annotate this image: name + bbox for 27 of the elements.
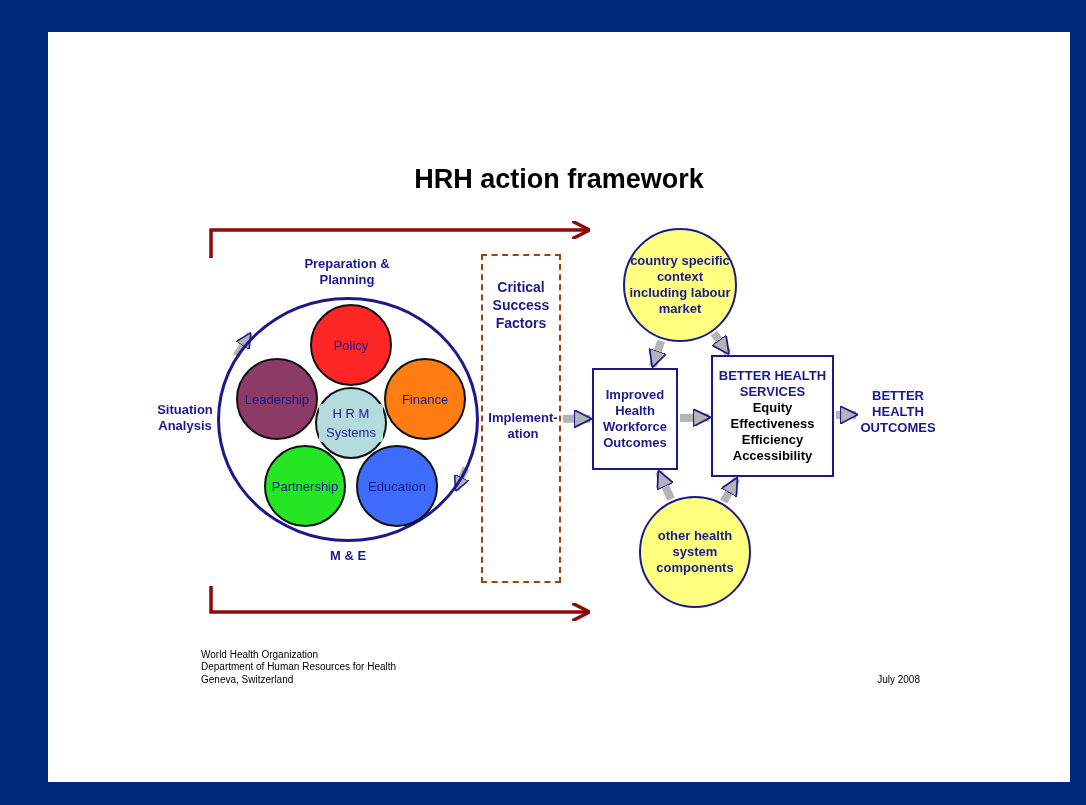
stage-label: Situation Analysis — [156, 402, 214, 434]
dashed-box — [481, 254, 561, 583]
node-label: H R M Systems — [319, 404, 383, 442]
node-label: other health system components — [655, 528, 735, 576]
title: HRH action framework — [413, 164, 705, 195]
stage-label: Preparation & Planning — [303, 256, 391, 288]
outcome-text: BETTER HEALTH OUTCOMES — [858, 388, 938, 440]
outcome-box — [711, 355, 834, 477]
footer-text: Department of Human Resources for Health — [201, 661, 398, 673]
block-arrow — [655, 469, 675, 501]
heading: Improved Health Workforce Outcomes — [601, 387, 669, 451]
block-arrow — [679, 408, 712, 428]
heading: Critical Success Factors — [491, 278, 551, 332]
stage-label: M & E — [328, 548, 368, 564]
outcome-box — [592, 368, 678, 470]
node-label: Equity Effectiveness Efficiency Accessibility — [729, 400, 816, 464]
block-arrow — [710, 330, 732, 356]
node-label: Implement-ation — [487, 410, 559, 442]
footer-text: Geneva, Switzerland — [201, 674, 295, 686]
block-arrow — [648, 339, 668, 369]
cycle-ring — [217, 297, 479, 542]
block-arrow — [720, 476, 741, 504]
footer-text: World Health Organization — [201, 649, 320, 661]
node-label: country specific context including labour market — [628, 253, 732, 317]
heading: BETTER HEALTH SERVICES — [717, 368, 828, 400]
footer-text: July 2008 — [876, 674, 920, 686]
block-arrow — [835, 405, 859, 425]
